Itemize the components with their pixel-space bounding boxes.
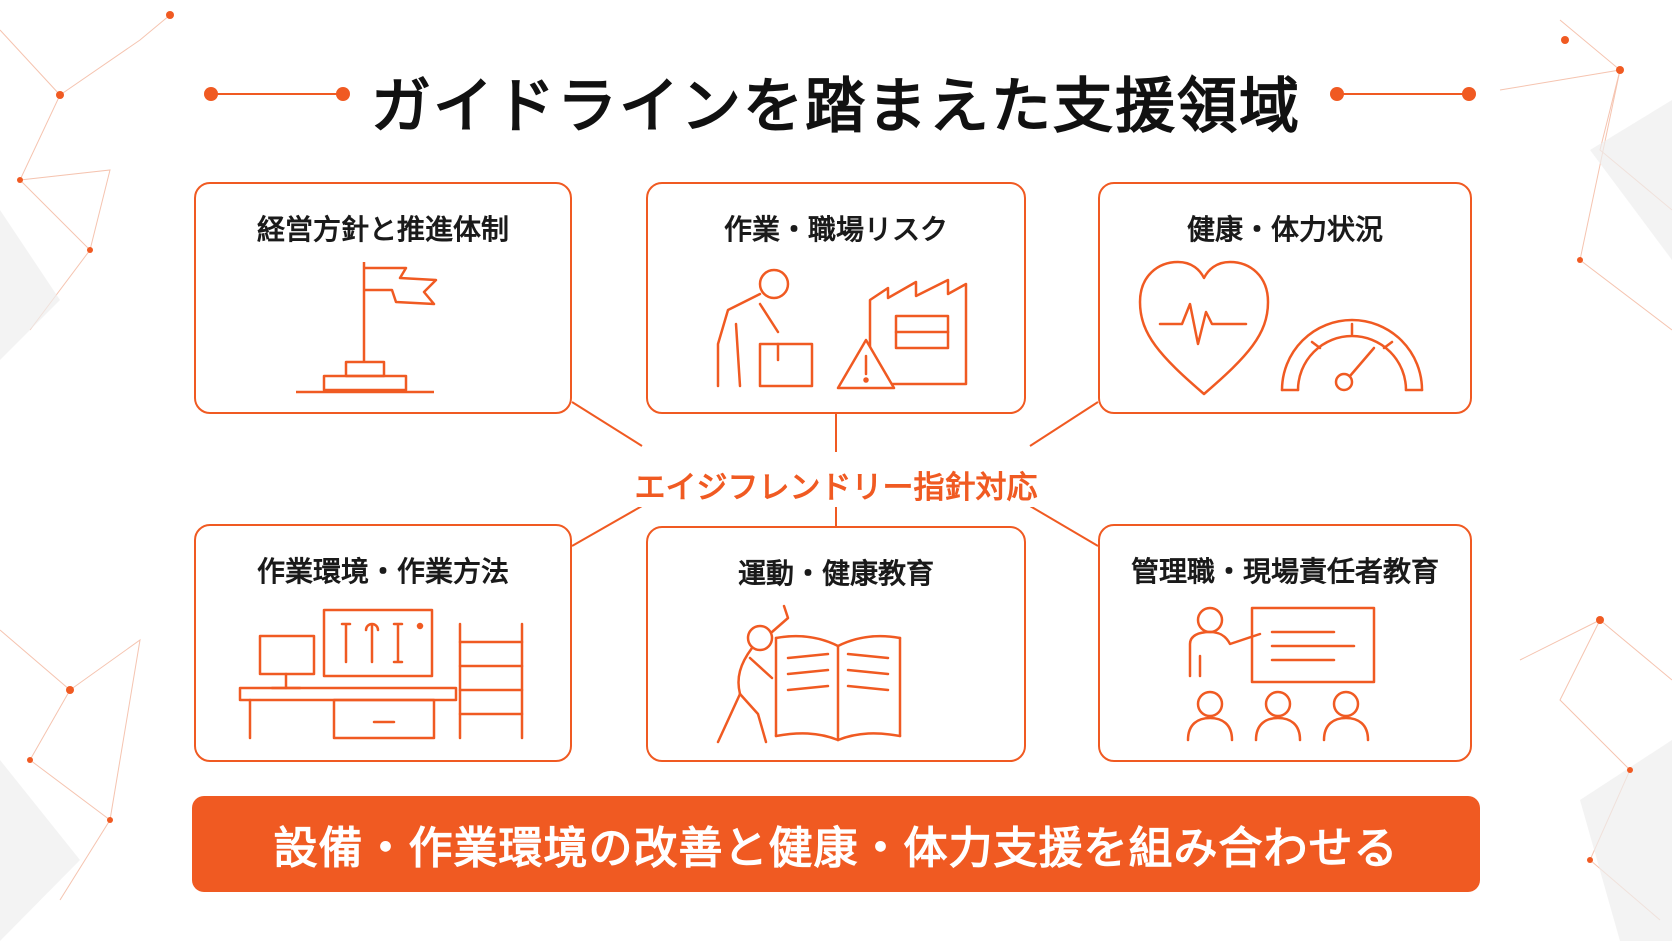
card-title: 経営方針と推進体制 (256, 213, 509, 246)
card-title: 管理職・現場責任者教育 (1130, 555, 1439, 588)
card-work-risk: 作業・職場リスク (646, 182, 1026, 414)
flag-on-podium-icon (296, 262, 438, 394)
card-title: 健康・体力状況 (1186, 213, 1383, 246)
card-title: 作業環境・作業方法 (256, 555, 509, 588)
title-right-line (1338, 93, 1468, 95)
bottom-summary-text: 設備・作業環境の改善と健康・体力支援を組み合わせる (273, 823, 1399, 874)
card-health-status: 健康・体力状況 (1098, 182, 1472, 414)
card-title: 作業・職場リスク (723, 213, 948, 246)
worker-lifting-box-factory-warning-icon (716, 268, 968, 390)
title-left-dot (204, 87, 218, 101)
stretching-person-open-book-icon (716, 604, 902, 744)
desk-toolboard-ladder-icon (238, 608, 524, 740)
card-title: 運動・健康教育 (737, 557, 934, 590)
title-row: ガイドラインを踏まえた支援領域 (0, 52, 1672, 142)
card-management-policy: 経営方針と推進体制 (194, 182, 572, 414)
title-left-inner-dot (336, 87, 350, 101)
page-title: ガイドラインを踏まえた支援領域 (371, 72, 1301, 142)
heart-pulse-gauge-icon (1138, 260, 1424, 396)
card-manager-education: 管理職・現場責任者教育 (1098, 524, 1472, 762)
bottom-summary-banner: 設備・作業環境の改善と健康・体力支援を組み合わせる (192, 796, 1480, 892)
title-right-dot (1462, 87, 1476, 101)
title-right-inner-dot (1330, 87, 1344, 101)
card-work-environment: 作業環境・作業方法 (194, 524, 572, 762)
card-exercise-education: 運動・健康教育 (646, 526, 1026, 762)
presenter-whiteboard-audience-icon (1186, 606, 1376, 742)
center-hub-label: エイジフレンドリー指針対応 (586, 462, 1086, 507)
title-left-line (212, 93, 342, 95)
